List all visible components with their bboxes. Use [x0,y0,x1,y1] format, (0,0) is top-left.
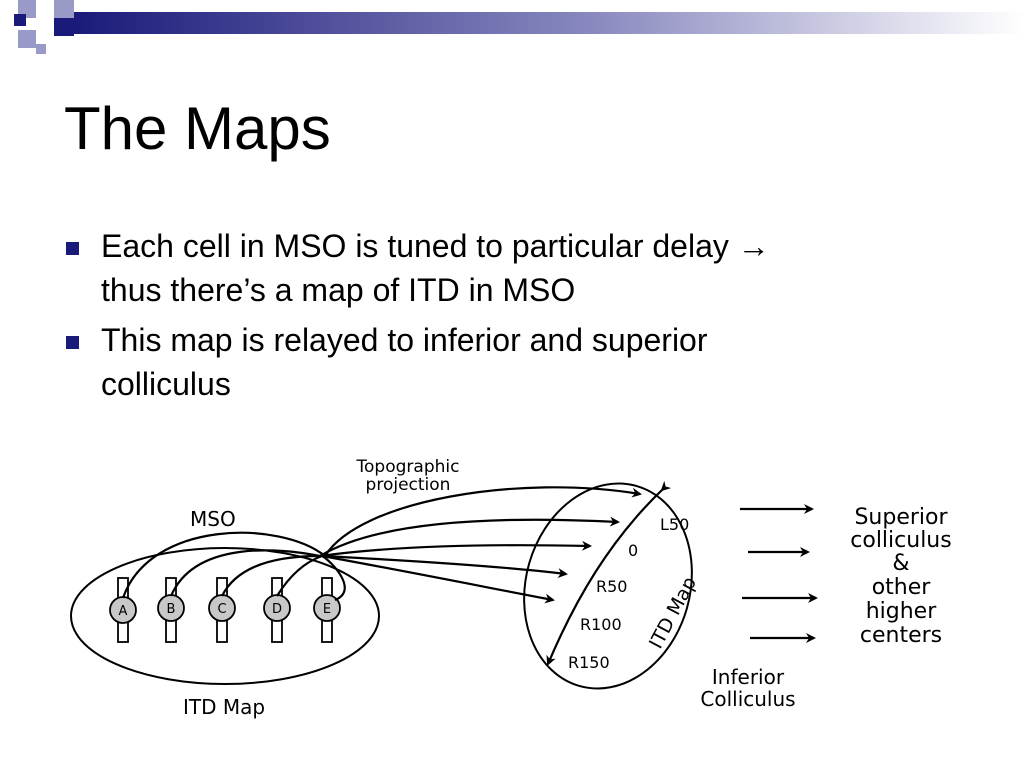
output-arrows [740,504,818,643]
cell-label: C [217,602,226,617]
cell-label: D [272,602,282,617]
target-line: & [892,551,909,576]
square-bullet-icon [66,336,79,349]
target-line: Superior [854,505,948,530]
target-list: Superior colliculus & other higher cente… [850,505,951,648]
mso-cell: D [263,577,291,643]
target-line: colliculus [850,528,951,553]
projection-label-line: projection [366,475,451,495]
ic-position-label: L50 [660,515,689,534]
mso-label: MSO [190,507,236,531]
projection-label-line: Topographic [356,457,460,477]
ic-label-line: Inferior [712,665,785,689]
header-decoration [0,0,1024,54]
cell-label: B [167,602,176,617]
cell-label: E [323,602,331,617]
mso-cells: A B C D E [109,577,341,643]
ic-position-label: R100 [580,615,622,634]
projection-arrows [121,486,642,604]
mso-ellipse [70,547,380,685]
projection-arrow [321,554,555,604]
ic-label-line: Colliculus [700,687,795,711]
cell-label: A [119,604,128,619]
projection-arrow [169,516,620,597]
bullet-list: Each cell in MSO is tuned to particular … [64,224,964,412]
mso-cell: A [109,577,137,643]
ic-position-label: R150 [568,653,610,672]
mso-cell: B [157,577,185,643]
itd-map-diagram: Topographic projection MSO ITD Map A B C… [70,457,952,719]
mso-cell: E [313,577,341,643]
mso-itd-map-label: ITD Map [183,695,265,719]
projection-arrow [121,486,642,599]
bullet-line: thus there’s a map of ITD in MSO [101,272,576,308]
bullet-item: This map is relayed to inferior and supe… [64,318,964,406]
square-bullet-icon [66,242,79,255]
projection-arrow [276,554,568,597]
mso-cell: C [208,577,236,643]
ic-position-label: R50 [596,577,627,596]
slide-title: The Maps [64,95,331,162]
bullet-line: Each cell in MSO is tuned to particular … [101,228,770,264]
bullet-item: Each cell in MSO is tuned to particular … [64,224,964,312]
ic-position-label: 0 [628,541,638,560]
projection-arrow [221,540,592,597]
ic-gradient-arrow [546,480,672,666]
bullet-line: This map is relayed to inferior and supe… [101,322,708,358]
target-line: centers [860,623,942,648]
bullet-line: colliculus [101,366,231,402]
target-line: other [872,575,932,600]
target-line: higher [866,599,937,624]
